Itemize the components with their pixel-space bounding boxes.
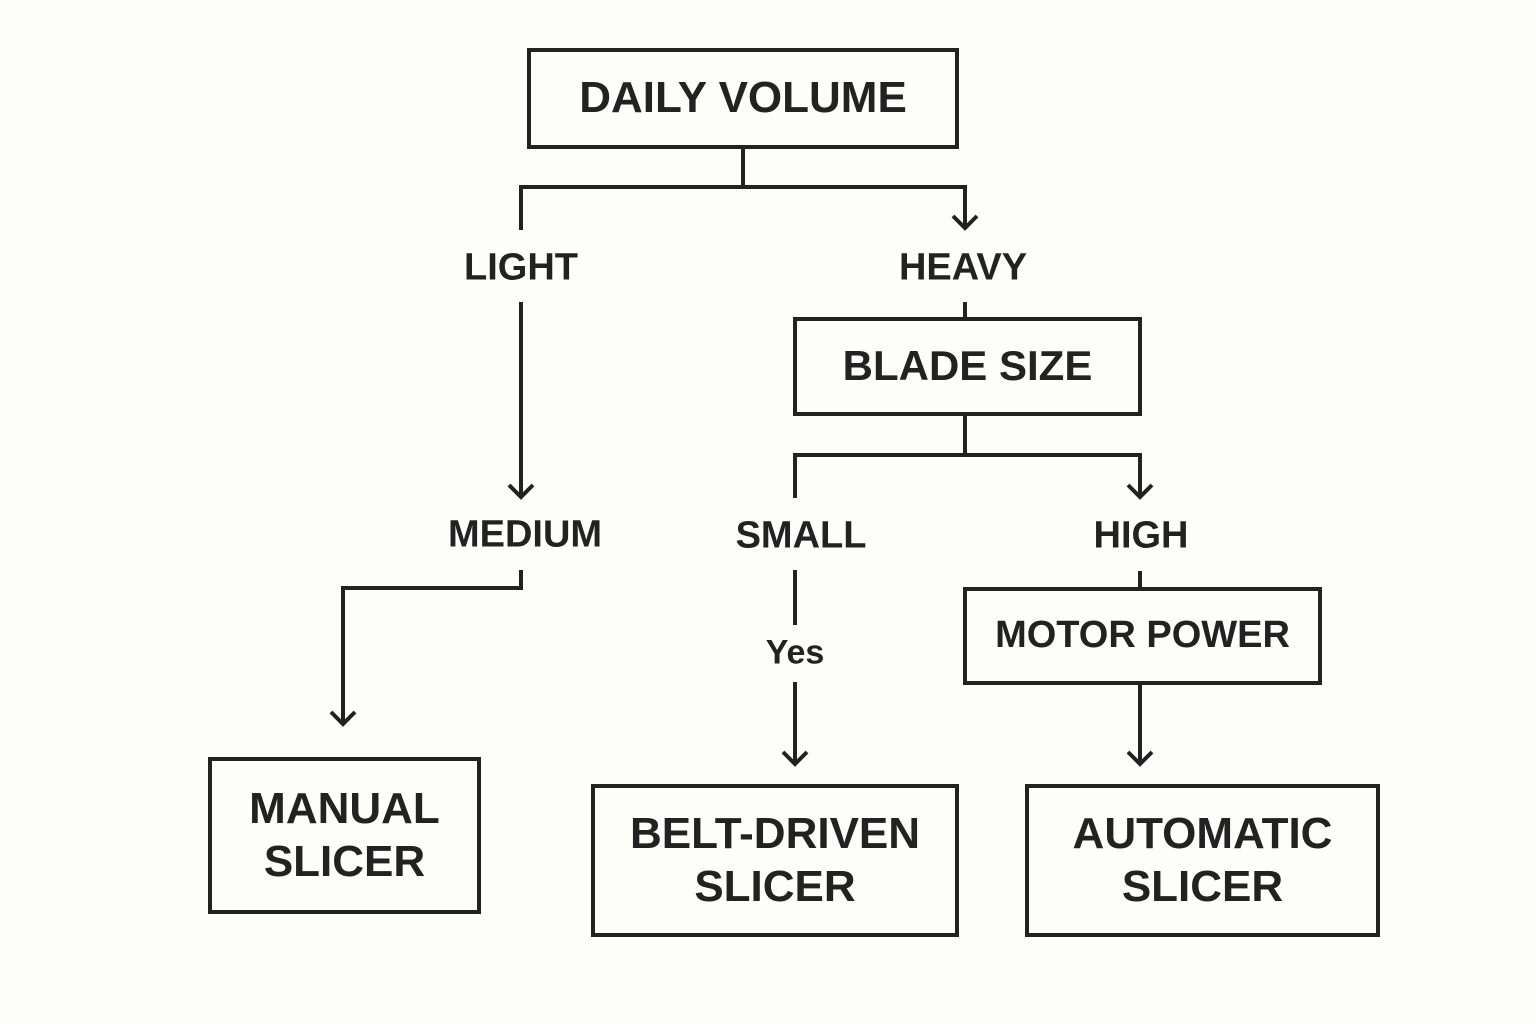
node-blade-size-text: BLADE SIZE	[842, 342, 1093, 390]
node-automatic-slicer-text: AUTOMATIC SLICER	[1072, 808, 1333, 911]
arrowhead-belt	[781, 750, 809, 767]
connector-blade-split	[793, 453, 1142, 498]
arrowhead-high	[1126, 483, 1154, 500]
arrowhead-manual	[329, 710, 357, 727]
label-yes: Yes	[765, 633, 825, 672]
connector-daily-volume-split	[519, 185, 967, 230]
label-heavy: HEAVY	[898, 246, 1028, 289]
label-small: SMALL	[735, 514, 867, 557]
node-belt-driven-slicer-text: BELT-DRIVEN SLICER	[629, 808, 921, 911]
node-manual-slicer-text: MANUAL SLICER	[249, 783, 440, 886]
arrowhead-automatic	[1126, 750, 1154, 767]
node-blade-size: BLADE SIZE	[793, 317, 1142, 416]
connector-medium-manual	[341, 570, 523, 724]
node-manual-slicer: MANUAL SLICER	[208, 757, 481, 914]
node-daily-volume-text: DAILY VOLUME	[579, 73, 907, 123]
node-daily-volume: DAILY VOLUME	[527, 48, 959, 149]
label-medium: MEDIUM	[447, 513, 603, 556]
node-automatic-slicer: AUTOMATIC SLICER	[1025, 784, 1380, 937]
label-high: HIGH	[1093, 514, 1189, 557]
node-belt-driven-slicer: BELT-DRIVEN SLICER	[591, 784, 959, 937]
label-light: LIGHT	[464, 246, 578, 289]
arrowhead-heavy	[951, 214, 979, 231]
node-motor-power-text: MOTOR POWER	[995, 614, 1290, 657]
node-motor-power: MOTOR POWER	[963, 587, 1322, 685]
arrowhead-medium	[507, 483, 535, 500]
